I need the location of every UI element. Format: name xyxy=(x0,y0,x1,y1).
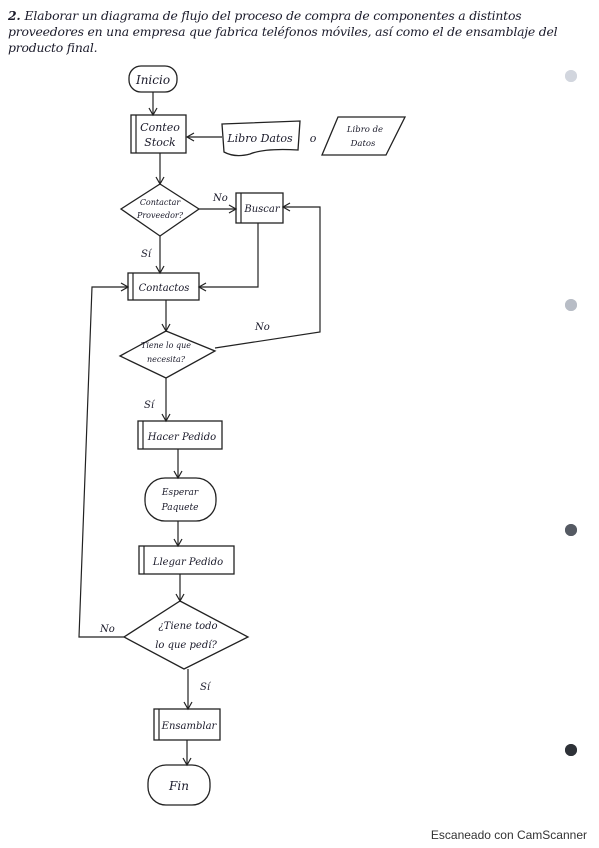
place-order-process xyxy=(137,420,223,450)
no-label-contact: No xyxy=(212,193,228,204)
no-label-has: No xyxy=(254,322,270,333)
data-book-input-label-2: Datos xyxy=(350,139,376,149)
exercise-statement: Elaborar un diagrama de flujo del proces… xyxy=(8,8,558,55)
has-what-needed-label-1: Tiene lo que xyxy=(141,341,191,350)
assemble-label: Ensamblar xyxy=(161,721,218,732)
exercise-heading: 2.Elaborar un diagrama de flujo del proc… xyxy=(8,8,588,56)
yes-label-check: Sí xyxy=(200,682,212,693)
connector-check-contacts-loop xyxy=(78,286,128,638)
binder-hole-1 xyxy=(565,70,577,82)
place-order-label: Hacer Pedido xyxy=(147,432,216,443)
data-book-label: Libro Datos xyxy=(226,132,293,145)
has-everything-label-1: ¿Tiene todo xyxy=(158,621,217,632)
search-process xyxy=(235,192,284,224)
binder-hole-3 xyxy=(565,524,577,536)
arrowhead xyxy=(197,282,207,292)
or-label: o xyxy=(310,132,317,145)
has-what-needed-label-2: necesita? xyxy=(147,355,186,364)
contact-supplier-label-2: Proveedor? xyxy=(136,211,184,220)
stock-count-process xyxy=(130,114,187,154)
arrowhead xyxy=(185,132,195,142)
has-everything-decision xyxy=(122,600,250,670)
search-label: Buscar xyxy=(243,204,280,215)
end-terminator xyxy=(147,764,211,806)
contact-supplier-decision xyxy=(119,183,201,237)
binder-hole-4 xyxy=(565,744,577,756)
data-book-input-label-1: Libro de xyxy=(346,125,383,135)
exercise-number: 2. xyxy=(8,8,21,23)
connector-has-search-loop xyxy=(214,206,321,349)
connector-search-contacts xyxy=(199,223,259,288)
start-label: Inicio xyxy=(135,73,170,87)
arrowhead xyxy=(281,202,291,212)
contacts-label: Contactos xyxy=(139,283,190,294)
has-everything-label-2: lo que pedí? xyxy=(155,640,217,651)
scanner-watermark: Escaneado con CamScanner xyxy=(430,828,587,842)
contact-supplier-label-1: Contactar xyxy=(140,198,182,207)
stock-count-label-2: Stock xyxy=(144,136,176,149)
stock-count-label-1: Conteo xyxy=(140,121,180,134)
yes-label-has: Sí xyxy=(144,400,156,411)
yes-label-contact: Sí xyxy=(141,249,153,260)
no-label-check: No xyxy=(99,624,115,635)
order-arrives-label: Llegar Pedido xyxy=(152,557,223,568)
wait-package-label-1: Esperar xyxy=(161,488,199,498)
wait-package-step xyxy=(144,477,217,522)
data-book-document xyxy=(221,120,301,157)
data-book-input xyxy=(321,116,407,156)
wait-package-label-2: Paquete xyxy=(161,503,199,513)
order-arrives-process xyxy=(138,545,235,575)
binder-hole-2 xyxy=(565,299,577,311)
end-label: Fin xyxy=(168,779,189,793)
arrowhead xyxy=(120,282,130,292)
